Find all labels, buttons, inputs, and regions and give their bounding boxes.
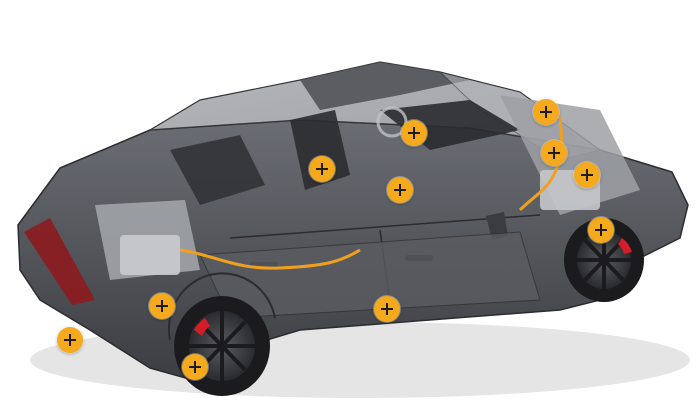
car-roof	[300, 62, 470, 110]
hotspot-rear-drive-cable[interactable]	[541, 140, 567, 166]
hotspot-rear-drive-upper[interactable]	[533, 99, 559, 125]
plus-icon	[548, 147, 560, 159]
plus-icon	[156, 300, 168, 312]
brake-caliper-rear	[618, 238, 632, 254]
plus-icon	[540, 106, 552, 118]
wheel-rear-far	[564, 218, 644, 302]
rear-seat	[170, 135, 265, 205]
wheel-front-near	[174, 296, 270, 396]
hotspot-rear-drive-right[interactable]	[574, 162, 600, 188]
plus-icon	[316, 163, 328, 175]
plus-icon	[381, 303, 393, 315]
hotspot-front-left-wheel[interactable]	[182, 354, 208, 380]
front-motor-block	[120, 235, 180, 275]
front-seat	[290, 110, 350, 190]
plus-icon	[581, 169, 593, 181]
rear-drive-unit	[500, 95, 640, 215]
hv-cable-rear	[518, 117, 564, 212]
plus-icon	[394, 184, 406, 196]
brake-caliper-front	[194, 318, 210, 336]
tail-light	[24, 218, 95, 305]
plus-icon	[408, 127, 420, 139]
hv-cable-front	[179, 248, 361, 270]
hotspot-underbody-battery[interactable]	[374, 296, 400, 322]
plus-icon	[64, 334, 76, 346]
hotspot-dashboard[interactable]	[401, 120, 427, 146]
hotspot-front-corner[interactable]	[57, 327, 83, 353]
plus-icon	[189, 361, 201, 373]
plus-icon	[595, 224, 607, 236]
hotspot-interior-seat[interactable]	[309, 156, 335, 182]
hotspot-center-console[interactable]	[387, 177, 413, 203]
hotspot-front-axle[interactable]	[149, 293, 175, 319]
hotspot-rear-wheel[interactable]	[588, 217, 614, 243]
